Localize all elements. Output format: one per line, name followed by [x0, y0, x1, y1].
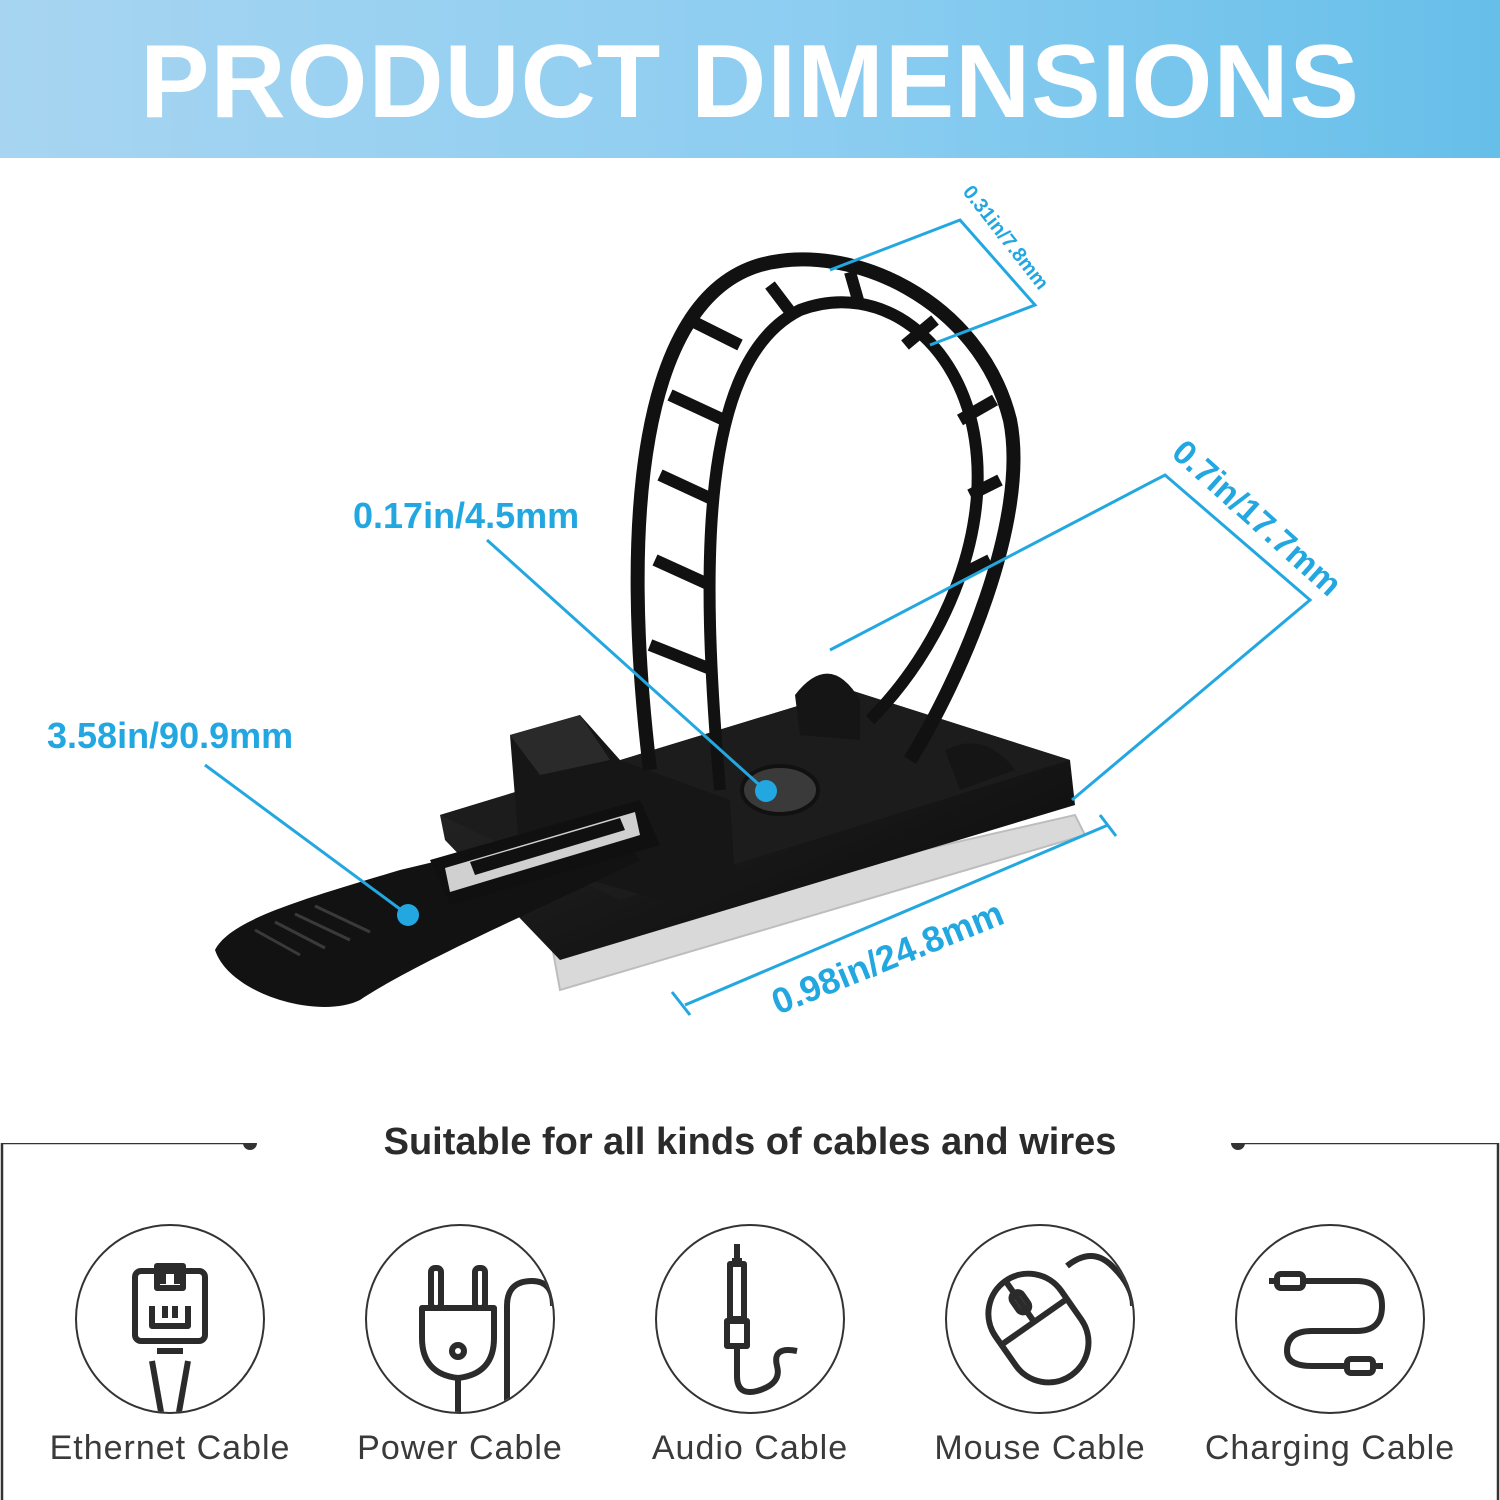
cable-item-ethernet: Ethernet Cable	[25, 1222, 315, 1472]
strap-width-label: 0.31in/7.8mm	[958, 182, 1053, 295]
cable-label: Audio Cable	[651, 1429, 849, 1467]
mouse-icon	[985, 1253, 1133, 1386]
suitable-title: Suitable for all kinds of cables and wir…	[383, 1121, 1117, 1163]
screw-hole	[740, 764, 820, 816]
base-height-label: 0.7in/17.7mm	[1165, 433, 1349, 604]
page-title: PRODUCT DIMENSIONS	[140, 24, 1360, 140]
header-banner: PRODUCT DIMENSIONS	[0, 0, 1500, 158]
total-length-label: 3.58in/90.9mm	[47, 715, 293, 756]
suitable-frame	[0, 1143, 1500, 1500]
cable-item-audio: Audio Cable	[605, 1222, 895, 1472]
ethernet-plug-icon	[132, 1263, 208, 1412]
cable-label: Charging Cable	[1204, 1429, 1456, 1467]
cable-label: Power Cable	[357, 1429, 563, 1467]
cable-label: Ethernet Cable	[49, 1429, 291, 1467]
cable-item-charging: Charging Cable	[1185, 1222, 1475, 1472]
hole-diameter-label: 0.17in/4.5mm	[353, 495, 579, 536]
charging-cable-icon	[1269, 1271, 1385, 1376]
cable-item-mouse: Mouse Cable	[895, 1222, 1185, 1472]
strap-loop	[630, 252, 1021, 771]
cable-label: Mouse Cable	[934, 1429, 1146, 1467]
power-plug-icon	[419, 1265, 553, 1412]
dimension-lines	[204, 218, 1313, 1016]
audio-jack-icon	[724, 1244, 798, 1395]
hole-marker	[755, 780, 777, 802]
length-marker	[397, 904, 419, 926]
cable-item-power: Power Cable	[315, 1222, 605, 1472]
product-diagram: 0.31in/7.8mm 0.7in/17.7mm 0.17in/4.5mm 3…	[47, 182, 1349, 1023]
